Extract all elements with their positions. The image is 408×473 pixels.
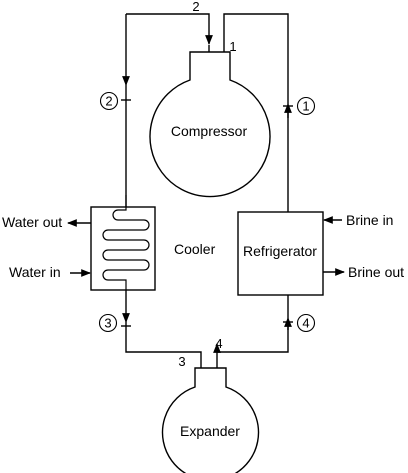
cooler: Cooler [90, 195, 216, 291]
circled-point-1: 1 [296, 96, 316, 116]
cooler-label: Cooler [174, 241, 216, 257]
expander-label: Expander [180, 423, 240, 439]
cooler-coil [102, 195, 150, 290]
circled-point-3: 3 [98, 313, 118, 333]
brine-out-label: Brine out [348, 264, 404, 280]
circled-point-2: 2 [99, 91, 119, 111]
circled-point-3-text: 3 [104, 316, 111, 331]
expander-body [161, 367, 260, 473]
pipe-4-to-refrigerator [217, 326, 289, 353]
refrigerator-label: Refrigerator [243, 243, 317, 259]
state-2-label: 2 [192, 0, 199, 14]
compressor: Compressor [149, 51, 271, 198]
state-1-label: 1 [229, 39, 236, 54]
refrigerator: Refrigerator [237, 211, 324, 296]
water-out-label: Water out [2, 214, 62, 230]
circled-point-4: 4 [296, 313, 316, 333]
circled-point-1-text: 1 [302, 99, 309, 114]
pipe-2-top [126, 13, 213, 45]
expander: Expander [161, 367, 260, 473]
pipe-1-to-compressor [223, 13, 289, 104]
circled-point-2-text: 2 [105, 94, 112, 109]
state-3-label: 3 [178, 354, 185, 369]
brine-in-label: Brine in [346, 212, 393, 228]
pipe-3-to-expander [125, 322, 202, 368]
compressor-body [149, 51, 271, 198]
water-in-label: Water in [9, 264, 61, 280]
circled-point-4-text: 4 [302, 316, 309, 331]
compressor-label: Compressor [171, 123, 248, 139]
cooler-box [90, 206, 156, 291]
refrigerator-box [237, 211, 324, 296]
state-4-label: 4 [215, 336, 222, 351]
